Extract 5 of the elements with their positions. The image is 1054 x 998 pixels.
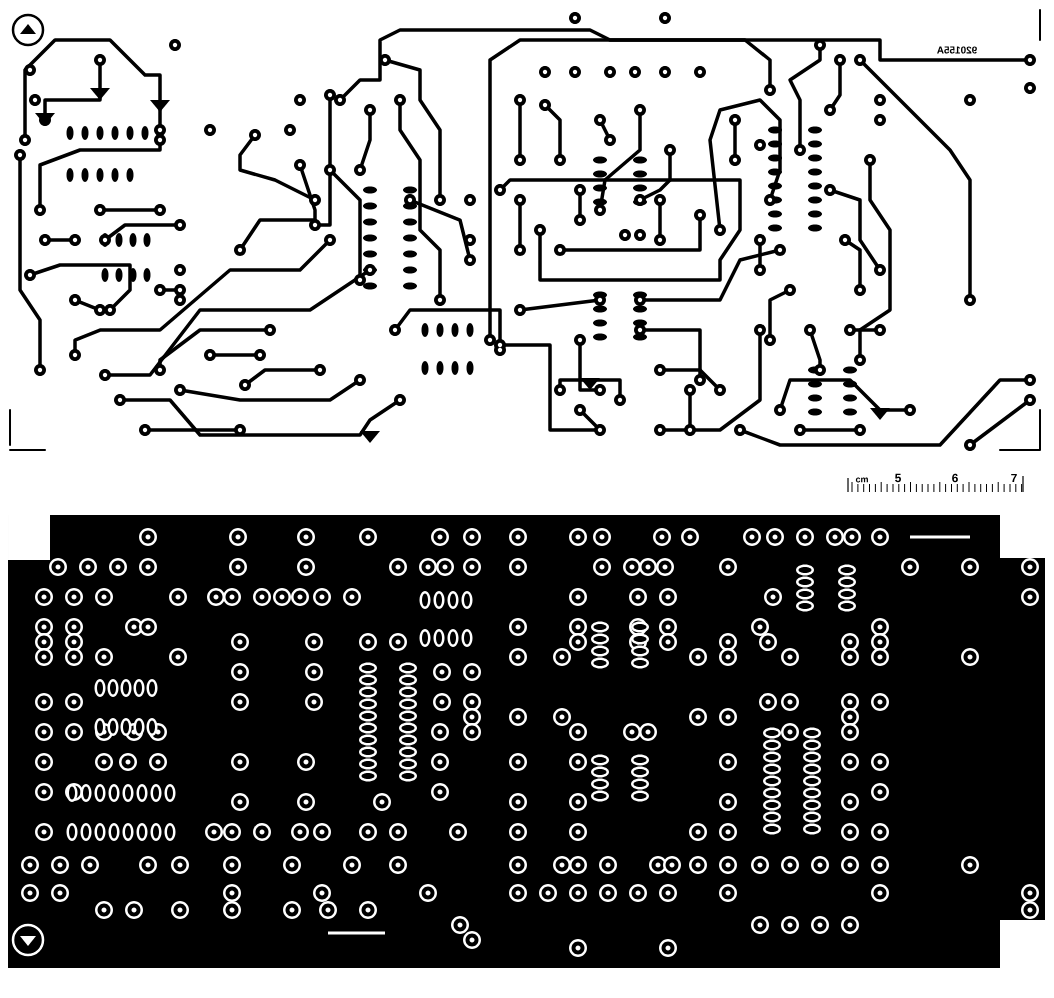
scale-label: 6 <box>951 473 959 483</box>
scale-label: cm <box>855 477 869 483</box>
scale-label: 5 <box>894 473 902 483</box>
scale-label: 7 <box>1010 473 1018 483</box>
board-number: 920155A <box>937 46 977 54</box>
